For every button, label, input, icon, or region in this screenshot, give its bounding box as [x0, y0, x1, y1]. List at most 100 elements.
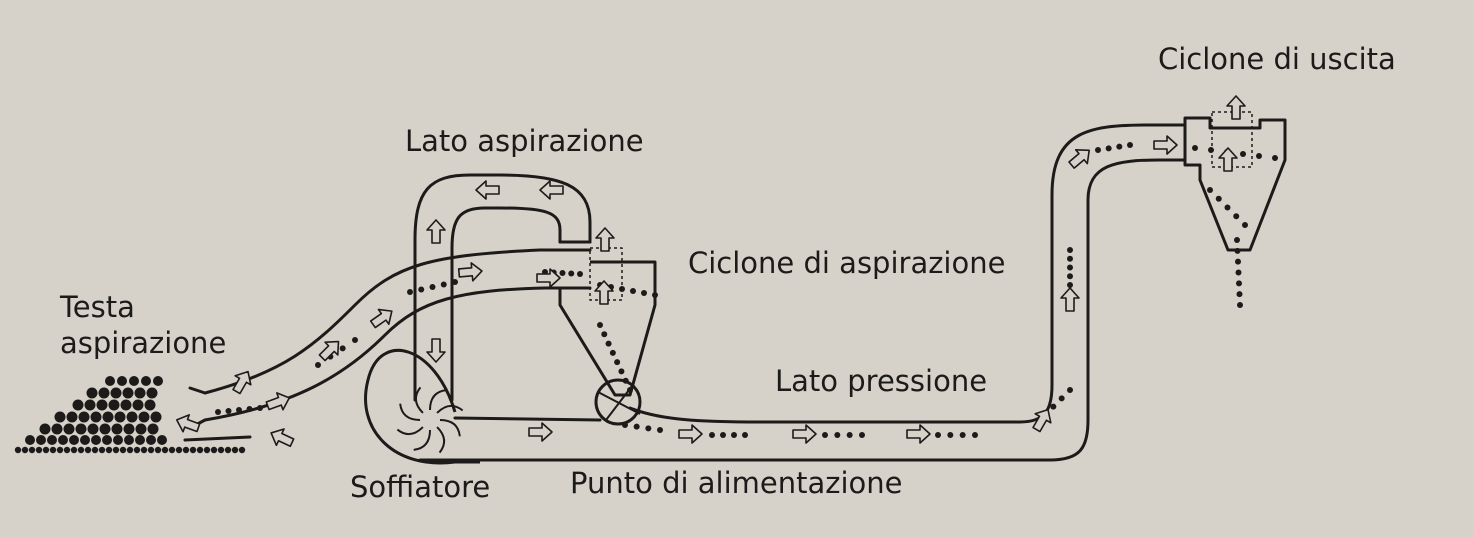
- flow-arrow-icon: [426, 219, 446, 244]
- pile-particle: [150, 411, 162, 423]
- pile-particle: [66, 411, 78, 423]
- material-dot: [215, 409, 221, 415]
- material-dot: [1215, 195, 1222, 202]
- rotary-valve-rotor: [597, 385, 641, 421]
- material-dot: [935, 432, 941, 438]
- pile-particle: [122, 387, 134, 399]
- pile-particle: [203, 446, 211, 454]
- pile-particle: [129, 376, 139, 386]
- material-dot: [731, 432, 737, 438]
- material-dot: [1192, 145, 1198, 151]
- pile-particle: [120, 399, 132, 411]
- pile-particle: [117, 376, 127, 386]
- pile-particle: [231, 446, 239, 454]
- pile-particle: [224, 446, 232, 454]
- pile-particle: [80, 435, 90, 445]
- pile-particle: [217, 446, 225, 454]
- material-dot: [1234, 237, 1240, 243]
- material-dot: [630, 288, 636, 294]
- material-dot: [709, 432, 715, 438]
- pile-particle: [147, 446, 155, 454]
- material-dot: [1236, 291, 1243, 298]
- material-dot: [959, 432, 966, 438]
- material-dot: [440, 281, 447, 288]
- pressure-line-bottom: [418, 158, 1187, 462]
- blower-blade: [414, 386, 424, 414]
- pile-particle: [113, 435, 123, 445]
- pile-particle: [78, 411, 90, 423]
- pressure-side-label: Lato pressione: [775, 364, 988, 398]
- flow-arrow-icon: [1218, 147, 1238, 172]
- material-dot: [1235, 269, 1242, 276]
- pile-particle: [189, 446, 197, 454]
- pile-particle: [49, 446, 57, 454]
- pile-particle: [168, 446, 176, 454]
- material-dot: [947, 432, 954, 438]
- blower-blade: [396, 426, 424, 436]
- material-dot: [1105, 145, 1112, 152]
- material-dot: [1067, 255, 1073, 262]
- pile-particle: [119, 446, 127, 454]
- material-dot: [627, 387, 633, 393]
- material-dot: [225, 408, 232, 414]
- pile-particle: [98, 446, 106, 454]
- flow-arrow-icon: [426, 338, 446, 363]
- material-pile: [14, 376, 246, 454]
- flow-arrow-icon: [792, 424, 817, 444]
- pile-particle: [99, 423, 111, 435]
- pile-particle: [141, 376, 151, 386]
- material-dot: [1067, 282, 1073, 288]
- material-dot: [1256, 153, 1262, 159]
- pile-particle: [110, 387, 122, 399]
- flow-arrow-icon: [678, 424, 703, 444]
- blower-blade: [436, 426, 446, 454]
- pile-particle: [238, 446, 246, 454]
- pile-particle: [70, 446, 78, 454]
- pile-particle: [14, 446, 22, 454]
- pile-particle: [42, 446, 50, 454]
- pile-particle: [182, 446, 190, 454]
- flow-arrow-icon: [263, 388, 294, 416]
- pile-particle: [90, 411, 102, 423]
- suction-nozzle-lower: [183, 435, 252, 442]
- air-return-outer: [413, 173, 592, 402]
- material-dot: [633, 423, 640, 430]
- pile-particle: [126, 411, 138, 423]
- material-dot: [407, 289, 413, 295]
- flow-arrow-icon: [172, 410, 203, 438]
- pile-particle: [54, 411, 66, 423]
- material-dot: [597, 322, 603, 328]
- pile-particle: [134, 387, 146, 399]
- blower-blade: [413, 429, 431, 451]
- material-dot: [568, 270, 575, 277]
- material-dot: [641, 290, 647, 296]
- material-dot: [1067, 273, 1073, 280]
- pile-particle: [135, 423, 147, 435]
- flow-arrow-icon: [1153, 135, 1178, 155]
- air-return-inner: [450, 206, 562, 402]
- material-dot: [1058, 395, 1065, 402]
- material-dot: [1067, 387, 1073, 393]
- material-dot: [622, 422, 628, 428]
- pile-particle: [138, 411, 150, 423]
- pile-particle: [75, 423, 87, 435]
- suction-duct-wall: [203, 286, 592, 422]
- material-dot: [1050, 403, 1057, 410]
- blower-blade: [436, 404, 464, 414]
- material-dot: [236, 407, 242, 413]
- pile-particle: [210, 446, 218, 454]
- pile-particle: [161, 446, 169, 454]
- pile-particle: [140, 446, 148, 454]
- suction-head-label-line1: Testa: [60, 290, 135, 324]
- pile-particle: [147, 423, 159, 435]
- pile-particle: [98, 387, 110, 399]
- suction-side-label: Lato aspirazione: [405, 124, 644, 158]
- pile-particle: [77, 446, 85, 454]
- flow-arrow-icon: [906, 424, 931, 444]
- material-dot: [418, 286, 425, 293]
- flow-arrow-icon: [227, 366, 257, 397]
- pressure-line-top: [628, 123, 1187, 424]
- pile-particle: [112, 446, 120, 454]
- pile-particle: [91, 435, 101, 445]
